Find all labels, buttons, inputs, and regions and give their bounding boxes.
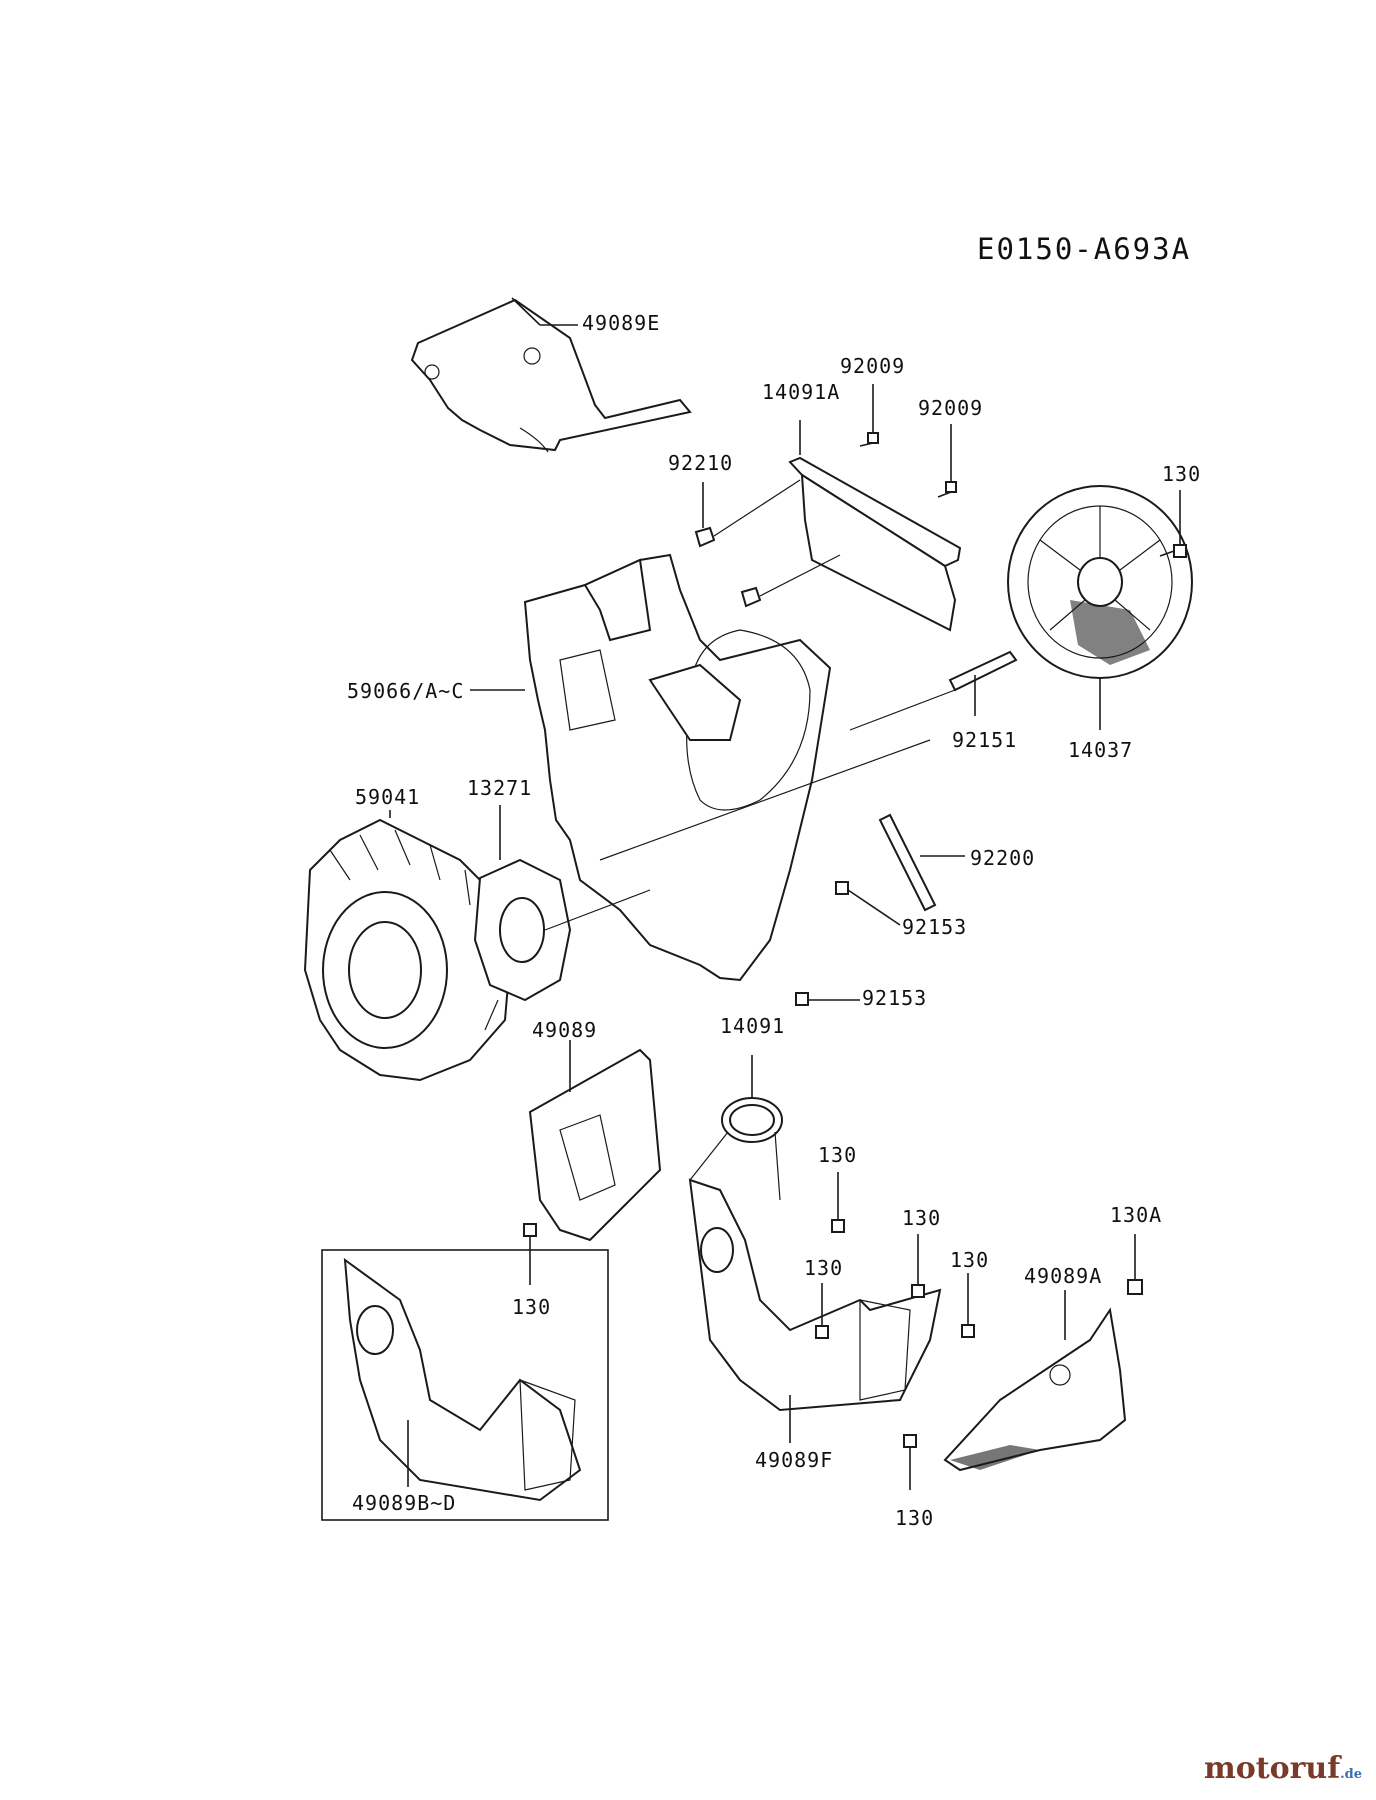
part-92153-bolts [795, 881, 901, 1006]
label-130-left: 130 [512, 1295, 552, 1319]
part-59041-fan [303, 810, 512, 1082]
label-130-center: 130 [818, 1143, 858, 1167]
label-49089: 49089 [532, 1018, 598, 1042]
label-14091A: 14091A [762, 380, 841, 404]
label-92210: 92210 [668, 451, 734, 475]
label-92151: 92151 [952, 728, 1018, 752]
label-14037: 14037 [1068, 738, 1134, 762]
part-14037-screen [1007, 485, 1193, 730]
diagram-id: E0150-A693A [977, 232, 1192, 266]
label-130-bottom: 130 [895, 1506, 935, 1530]
label-13271: 13271 [467, 776, 533, 800]
part-49089A-shroud [943, 1290, 1127, 1472]
label-130A: 130A [1110, 1203, 1163, 1227]
label-49089F: 49089F [755, 1448, 834, 1472]
label-49089A: 49089A [1024, 1264, 1103, 1288]
part-13271-plate [473, 805, 651, 1002]
part-130-bolt-screen [1159, 490, 1187, 558]
label-92009-top: 92009 [840, 354, 906, 378]
part-49089E-plate [410, 297, 692, 453]
label-49089E: 49089E [582, 311, 661, 335]
part-14091-grommet [689, 1055, 783, 1201]
part-130-bolts-lower [815, 1172, 1143, 1490]
part-92151-rod [849, 650, 1018, 731]
label-14091: 14091 [720, 1014, 786, 1038]
label-49089B-D: 49089B~D [352, 1491, 457, 1515]
part-49089-shroud [523, 1040, 662, 1285]
part-92210-clips [694, 479, 841, 608]
label-59066: 59066/A~C [347, 679, 465, 703]
part-59066-housing [470, 553, 931, 982]
part-14091A-bracket [788, 420, 962, 632]
part-92200-strap [878, 813, 965, 912]
inset-49089B-D [321, 1249, 609, 1521]
label-130-mid: 130 [804, 1256, 844, 1280]
label-92009-right: 92009 [918, 396, 984, 420]
label-130-mid-right: 130 [902, 1206, 942, 1230]
part-92009-bolts [859, 384, 957, 498]
watermark-logo: motoruf.de [1203, 1751, 1362, 1786]
label-59041: 59041 [355, 785, 421, 809]
part-49089F-bracket [688, 1178, 942, 1443]
label-130-right: 130 [950, 1248, 990, 1272]
label-92200: 92200 [970, 846, 1036, 870]
label-130-top: 130 [1162, 462, 1202, 486]
label-92153-upper: 92153 [902, 915, 968, 939]
label-92153-lower: 92153 [862, 986, 928, 1010]
